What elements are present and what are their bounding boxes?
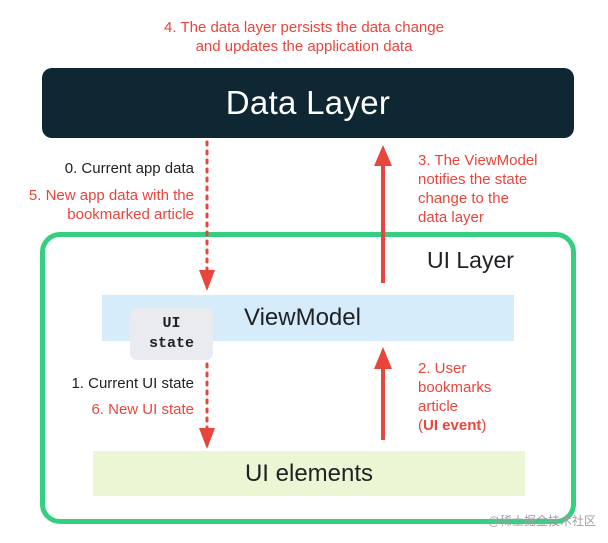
note-new-app-data-line-2: bookmarked article	[67, 206, 194, 223]
ui-elements-title: UI elements	[244, 459, 374, 487]
note-viewmodel-notifies-line-3: change to the	[418, 190, 509, 207]
note-viewmodel-notifies-line-2: notifies the state	[418, 171, 528, 188]
note-user-bookmarks-line-3: article	[418, 398, 459, 415]
ui-layer-box	[40, 232, 576, 524]
note-viewmodel-notifies-line-1: 3. The ViewModel	[418, 152, 538, 169]
data-layer-title: Data Layer	[225, 84, 391, 121]
data-layer-box: Data Layer	[42, 68, 574, 138]
arrow-viewmodel-to-ui-elements	[199, 362, 215, 449]
note-viewmodel-notifies-line-4: data layer	[418, 209, 484, 226]
note-current-ui-state: 1. Current UI state	[71, 375, 194, 392]
watermark: @稀土掘金技术社区	[487, 514, 596, 528]
ui-state-chip: UI state	[130, 308, 213, 360]
ui-layer-title: UI Layer	[427, 247, 514, 273]
note-user-bookmarks-line-1: 2. User	[418, 360, 467, 377]
top-note-line-2: and updates the application data	[195, 38, 413, 55]
note-user-bookmarks-line-2: bookmarks	[418, 379, 492, 396]
viewmodel-title: ViewModel	[244, 304, 361, 331]
note-new-app-data-line-1: 5. New app data with the	[28, 187, 194, 204]
note-new-app-data: 5. New app data with the bookmarked arti…	[29, 186, 194, 224]
arrow-viewmodel-to-data	[374, 145, 392, 283]
paren-close: )	[481, 417, 487, 434]
ui-state-line-2: state	[148, 335, 194, 352]
note-user-bookmarks: 2. User bookmarks article (UI event)	[418, 359, 491, 435]
ui-state-line-1: UI	[162, 315, 181, 332]
arrow-data-to-viewmodel	[199, 140, 215, 291]
top-note-line-1: 4. The data layer persists the data chan…	[164, 19, 444, 36]
arrow-ui-elements-to-viewmodel	[374, 347, 392, 440]
note-viewmodel-notifies: 3. The ViewModel notifies the state chan…	[418, 151, 538, 227]
note-current-app-data: 0. Current app data	[64, 160, 194, 177]
ui-elements-bar: UI elements	[93, 451, 525, 496]
note-user-bookmarks-line-4: (UI event)	[418, 416, 491, 435]
ui-event-label: UI event	[423, 417, 482, 434]
note-new-ui-state: 6. New UI state	[91, 401, 194, 418]
paren-open: (	[418, 417, 423, 434]
top-note: 4. The data layer persists the data chan…	[0, 18, 608, 56]
